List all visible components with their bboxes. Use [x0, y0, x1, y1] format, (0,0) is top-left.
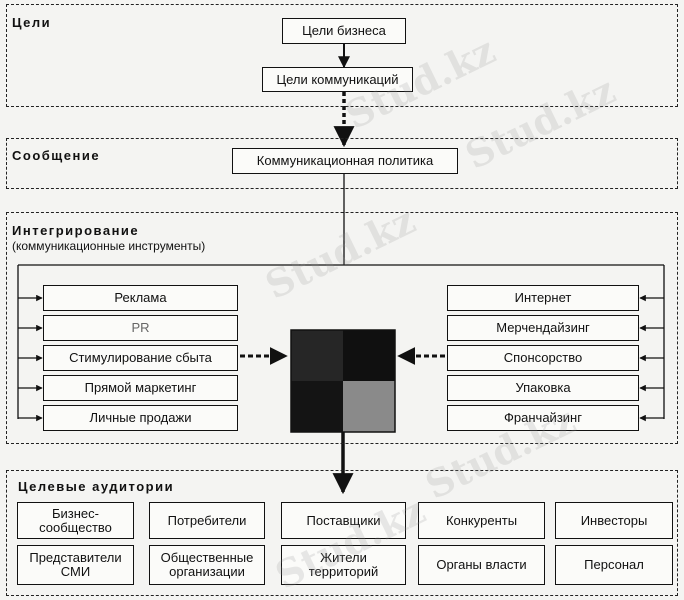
tool-упаковка: Упаковка	[447, 375, 639, 401]
tool-pr: PR	[43, 315, 238, 341]
section-audiences-title: Целевые аудитории	[18, 479, 175, 494]
section-audiences	[6, 470, 678, 596]
audience-персонал: Персонал	[555, 545, 673, 585]
section-integration	[6, 212, 678, 444]
tool-спонсорство: Спонсорство	[447, 345, 639, 371]
section-goals-title: Цели	[12, 15, 52, 30]
tool-arrows	[18, 294, 664, 422]
integration-matrix	[290, 329, 396, 433]
tool-мерчендайзинг: Мерчендайзинг	[447, 315, 639, 341]
tool-франчайзинг: Франчайзинг	[447, 405, 639, 431]
tool-реклама: Реклама	[43, 285, 238, 311]
tool-личные-продажи: Личные продажи	[43, 405, 238, 431]
tool-стимулирование-сбыта: Стимулирование сбыта	[43, 345, 238, 371]
audience-поставщики: Поставщики	[281, 502, 406, 539]
audience-жители-территорий: Жители территорий	[281, 545, 406, 585]
matrix-cell-tl	[291, 330, 343, 381]
section-message-title: Сообщение	[12, 148, 101, 163]
tool-прямой-маркетинг: Прямой маркетинг	[43, 375, 238, 401]
node-communication-goals: Цели коммуникаций	[262, 67, 413, 92]
matrix-cell-tr	[343, 330, 395, 381]
audience-представители-сми: Представители СМИ	[17, 545, 134, 585]
audience-инвесторы: Инвесторы	[555, 502, 673, 539]
section-goals	[6, 4, 678, 107]
matrix-cell-bl	[291, 381, 343, 432]
node-communication-policy: Коммуникационная политика	[232, 148, 458, 174]
audience-общественные-организации: Общественные организации	[149, 545, 265, 585]
section-integration-subtitle: (коммуникационные инструменты)	[12, 239, 206, 253]
section-integration-title: Интегрирование	[12, 223, 140, 238]
matrix-frame	[290, 329, 396, 433]
section-message	[6, 138, 678, 189]
audience-органы-власти: Органы власти	[418, 545, 545, 585]
tool-интернет: Интернет	[447, 285, 639, 311]
audience-конкуренты: Конкуренты	[418, 502, 545, 539]
matrix-cell-br	[343, 381, 395, 432]
audience-бизнес--сообщество: Бизнес- сообщество	[17, 502, 134, 539]
node-business-goals: Цели бизнеса	[282, 18, 406, 44]
audience-потребители: Потребители	[149, 502, 265, 539]
